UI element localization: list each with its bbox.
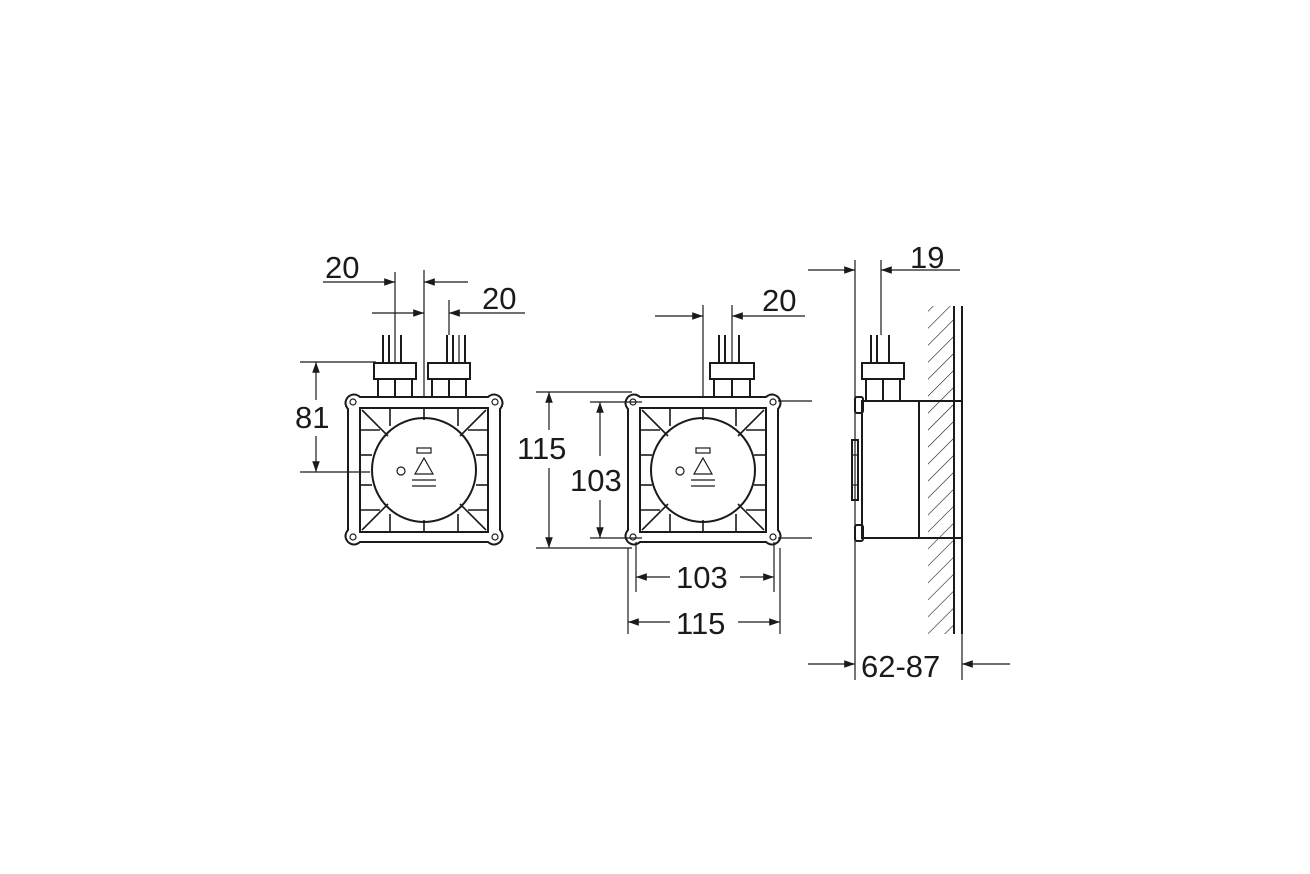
dim-left-height: 81 xyxy=(295,400,329,435)
logo-icon xyxy=(416,447,432,454)
left-ear-hole-tr xyxy=(491,398,499,406)
dim-front-outer-width: 115 xyxy=(676,606,725,641)
left-center-disc xyxy=(371,417,477,523)
dim-front-outer-height: 115 xyxy=(517,431,566,466)
front-inlet xyxy=(709,335,755,398)
left-ribs xyxy=(360,408,488,532)
front-ribs xyxy=(640,408,766,532)
dim-side-installation-depth: 62-87 xyxy=(861,649,940,684)
front-center-disc xyxy=(650,417,756,523)
dim-front-inlet-offset: 20 xyxy=(762,283,796,318)
recycle-icon xyxy=(692,456,714,475)
wall-hatching xyxy=(928,306,954,634)
dim-front-inner-height: 103 xyxy=(570,463,622,498)
left-flange-outline xyxy=(344,393,504,546)
left-inlet-1 xyxy=(373,335,417,398)
dim-left-inlet-spacing-bottom: 20 xyxy=(482,281,516,316)
dim-side-flange-depth: 19 xyxy=(910,240,944,275)
dim-front-inner-width: 103 xyxy=(676,560,728,595)
left-ear-hole-bl xyxy=(349,533,357,541)
dim-left-inlet-spacing-top: 20 xyxy=(325,250,359,285)
front-view: 20 115 103 103 115 xyxy=(517,283,812,641)
logo-icon xyxy=(695,447,711,454)
left-ear-hole-br xyxy=(491,533,499,541)
left-ear-hole-tl xyxy=(349,398,357,406)
left-view: 20 20 81 xyxy=(295,250,525,546)
left-disc-hole xyxy=(396,466,406,476)
left-inlet-2 xyxy=(427,335,471,398)
side-view: 19 62-87 xyxy=(808,240,1010,684)
recycle-icon xyxy=(413,456,435,475)
side-body xyxy=(861,400,963,539)
